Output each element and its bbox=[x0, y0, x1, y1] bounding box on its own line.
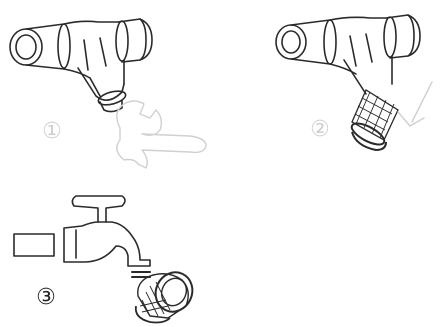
step2-panel: ② bbox=[276, 15, 432, 150]
mesh-filter-cartridge-icon bbox=[136, 266, 199, 322]
wrench-icon bbox=[117, 101, 206, 168]
mesh-filter-icon bbox=[349, 90, 398, 150]
y-strainer-body-icon bbox=[10, 19, 152, 112]
water-tap-icon bbox=[14, 196, 150, 277]
step3-panel: ③ bbox=[14, 196, 199, 323]
step3-number: ③ bbox=[36, 285, 56, 310]
down-arrow-icon bbox=[398, 82, 432, 126]
step1-number: ① bbox=[42, 119, 62, 144]
step1-panel: ① bbox=[10, 19, 206, 168]
y-strainer-with-mesh-icon bbox=[276, 15, 420, 94]
step2-number: ② bbox=[310, 117, 330, 142]
